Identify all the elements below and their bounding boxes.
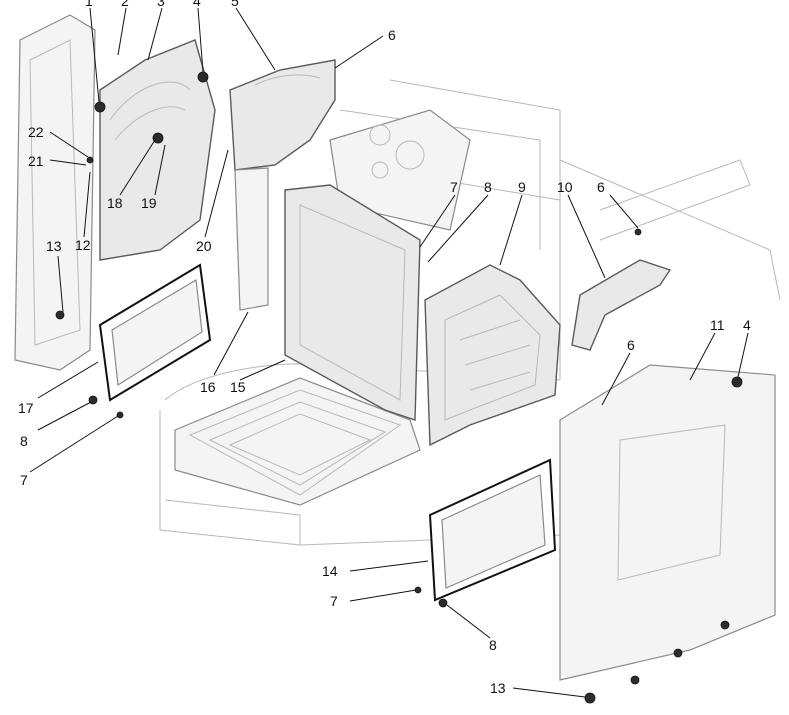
callout-4: 4 <box>193 0 201 9</box>
callout-18: 18 <box>107 195 123 211</box>
floor-mat <box>174 377 421 506</box>
callout-14: 14 <box>322 563 338 579</box>
upper-left-duct <box>229 59 336 171</box>
callout-19: 19 <box>141 195 157 211</box>
left-cover-panel <box>99 39 216 261</box>
callout-7c: 7 <box>330 593 338 609</box>
callout-17: 17 <box>18 400 34 416</box>
right-armrest-module <box>424 264 561 447</box>
right-upper-duct <box>571 259 672 351</box>
vertical-channel <box>234 167 269 311</box>
callout-6: 6 <box>388 27 396 43</box>
seat-backrest <box>284 184 421 421</box>
callout-3: 3 <box>157 0 165 9</box>
callout-13b: 13 <box>490 680 506 696</box>
callout-16: 16 <box>200 379 216 395</box>
callout-labels: 1 2 3 4 5 6 22 21 18 19 12 13 20 17 8 7 … <box>18 0 751 696</box>
callout-10: 10 <box>557 179 573 195</box>
callout-7b: 7 <box>450 179 458 195</box>
callout-8: 8 <box>20 433 28 449</box>
callout-5: 5 <box>231 0 239 9</box>
callout-6b: 6 <box>597 179 605 195</box>
callout-12: 12 <box>75 237 91 253</box>
callout-8b: 8 <box>484 179 492 195</box>
callout-15: 15 <box>230 379 246 395</box>
callout-6c: 6 <box>627 337 635 353</box>
fasteners <box>55 71 743 704</box>
right-side-panel <box>559 364 776 681</box>
left-access-frame <box>98 263 212 402</box>
right-access-frame <box>428 458 557 602</box>
callout-7: 7 <box>20 472 28 488</box>
callout-22: 22 <box>28 124 44 140</box>
callout-21: 21 <box>28 153 44 169</box>
callout-9: 9 <box>518 179 526 195</box>
callout-8c: 8 <box>489 637 497 653</box>
callout-11: 11 <box>710 317 725 333</box>
leader-lines <box>29 7 749 698</box>
callout-20: 20 <box>196 238 212 254</box>
callout-4b: 4 <box>743 317 751 333</box>
callout-1: 1 <box>85 0 93 9</box>
callout-13: 13 <box>46 238 62 254</box>
callout-2: 2 <box>121 0 129 9</box>
left-side-panel <box>14 14 96 371</box>
